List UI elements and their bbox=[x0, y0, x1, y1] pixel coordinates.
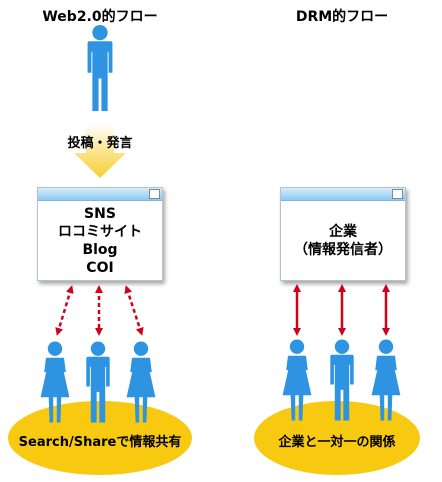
window-title-bar bbox=[38, 188, 162, 201]
platform-blog: Blog bbox=[82, 242, 118, 258]
window-maximize-icon bbox=[392, 189, 403, 199]
post-down-arrow bbox=[74, 124, 126, 178]
window-title-bar bbox=[281, 188, 405, 201]
company-name: 企業 bbox=[329, 224, 357, 240]
platform-coi: COI bbox=[86, 260, 114, 276]
left-title: Web2.0的フロー bbox=[42, 9, 158, 25]
platform-list: SNS ロコミサイト Blog COI bbox=[38, 202, 162, 280]
contributor-person-icon bbox=[87, 25, 113, 111]
post-arrow-label: 投稿・発言 bbox=[67, 136, 133, 151]
left-ellipse-label: Search/Shareで情報共有 bbox=[18, 435, 182, 450]
left-dashed-arrows bbox=[55, 285, 144, 336]
right-title: DRM的フロー bbox=[295, 9, 389, 25]
right-ellipse-label: 企業と一対一の関係 bbox=[278, 435, 396, 450]
left-platform-window: SNS ロコミサイト Blog COI bbox=[37, 187, 163, 281]
company-label: 企業 （情報発信者） bbox=[281, 202, 405, 280]
right-company-window: 企業 （情報発信者） bbox=[280, 187, 406, 281]
right-solid-arrows bbox=[293, 284, 390, 336]
platform-review-site: ロコミサイト bbox=[58, 224, 142, 240]
platform-sns: SNS bbox=[84, 206, 116, 222]
company-role: （情報発信者） bbox=[294, 242, 392, 258]
window-maximize-icon bbox=[149, 189, 160, 199]
right-ellipse bbox=[254, 401, 420, 475]
